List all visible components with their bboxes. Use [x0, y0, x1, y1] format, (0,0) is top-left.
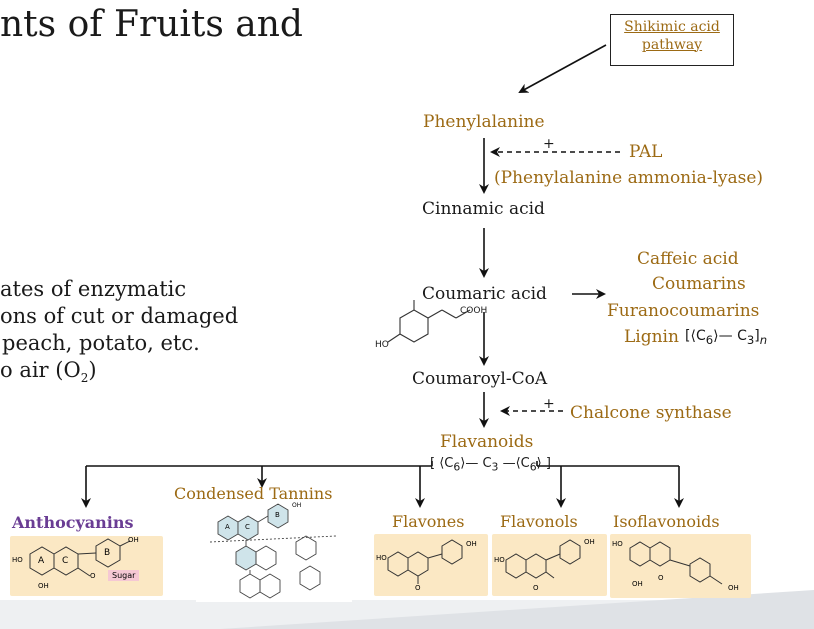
cooh-label: COOH	[460, 306, 488, 316]
phenylalanine-label: Phenylalanine	[423, 112, 545, 132]
chalcone-label: Chalcone synthase	[570, 403, 732, 423]
coumaroyl-label: Coumaroyl-CoA	[412, 369, 548, 389]
pal-plus: +	[543, 136, 555, 152]
flavonols-label: Flavonols	[500, 512, 578, 531]
shikimic-label: Shikimic acid pathway	[624, 19, 720, 53]
tannin-structure: A C B OH	[196, 502, 352, 602]
chalcone-plus: +	[543, 396, 555, 412]
cinnamic-label: Cinnamic acid	[422, 199, 545, 219]
furanocoumarins-label: Furanocoumarins	[607, 301, 760, 321]
bullet-line-3: peach, potato, etc.	[2, 331, 200, 355]
flavanoid-formula: [ ⟨C6⟩— C3 —⟨C6⟩ ]	[430, 456, 551, 474]
slide-title: nts of Fruits and	[0, 4, 303, 45]
flavanoids-label: Flavanoids	[440, 432, 534, 452]
bullet-line-4: o air (O2)	[0, 358, 97, 386]
flavonol-structure: HO OH O	[492, 534, 607, 596]
caffeic-label: Caffeic acid	[637, 249, 739, 269]
arrow-shikimic-to-phe	[518, 44, 607, 93]
isoflavonoid-structure: HO OH O OH	[610, 534, 751, 598]
bullet-line-2: ons of cut or damaged	[0, 304, 239, 328]
pal-full-label: (Phenylalanine ammonia-lyase)	[494, 168, 764, 188]
coumaric-label: Coumaric acid	[422, 284, 547, 304]
pal-label: PAL	[629, 142, 663, 162]
lignin-label: Lignin	[624, 327, 679, 347]
coumaric-structure	[387, 300, 471, 343]
flavone-structure: HO OH O	[374, 534, 488, 596]
coumarins-label: Coumarins	[652, 274, 746, 294]
ho-label: HO	[375, 340, 389, 350]
flavones-label: Flavones	[392, 512, 465, 531]
anthocyanin-structure: A C B OH HO OH O Sugar	[10, 536, 163, 596]
lignin-formula: [⟨C6⟩— C3]n	[685, 328, 768, 347]
isoflavonoids-label: Isoflavonoids	[613, 512, 720, 531]
shikimic-acid-box: Shikimic acid pathway	[610, 14, 734, 66]
condensed-tannins-label: Condensed Tannins	[174, 484, 333, 503]
bullet-line-1: ates of enzymatic	[0, 277, 187, 301]
anthocyanins-label: Anthocyanins	[12, 513, 134, 532]
